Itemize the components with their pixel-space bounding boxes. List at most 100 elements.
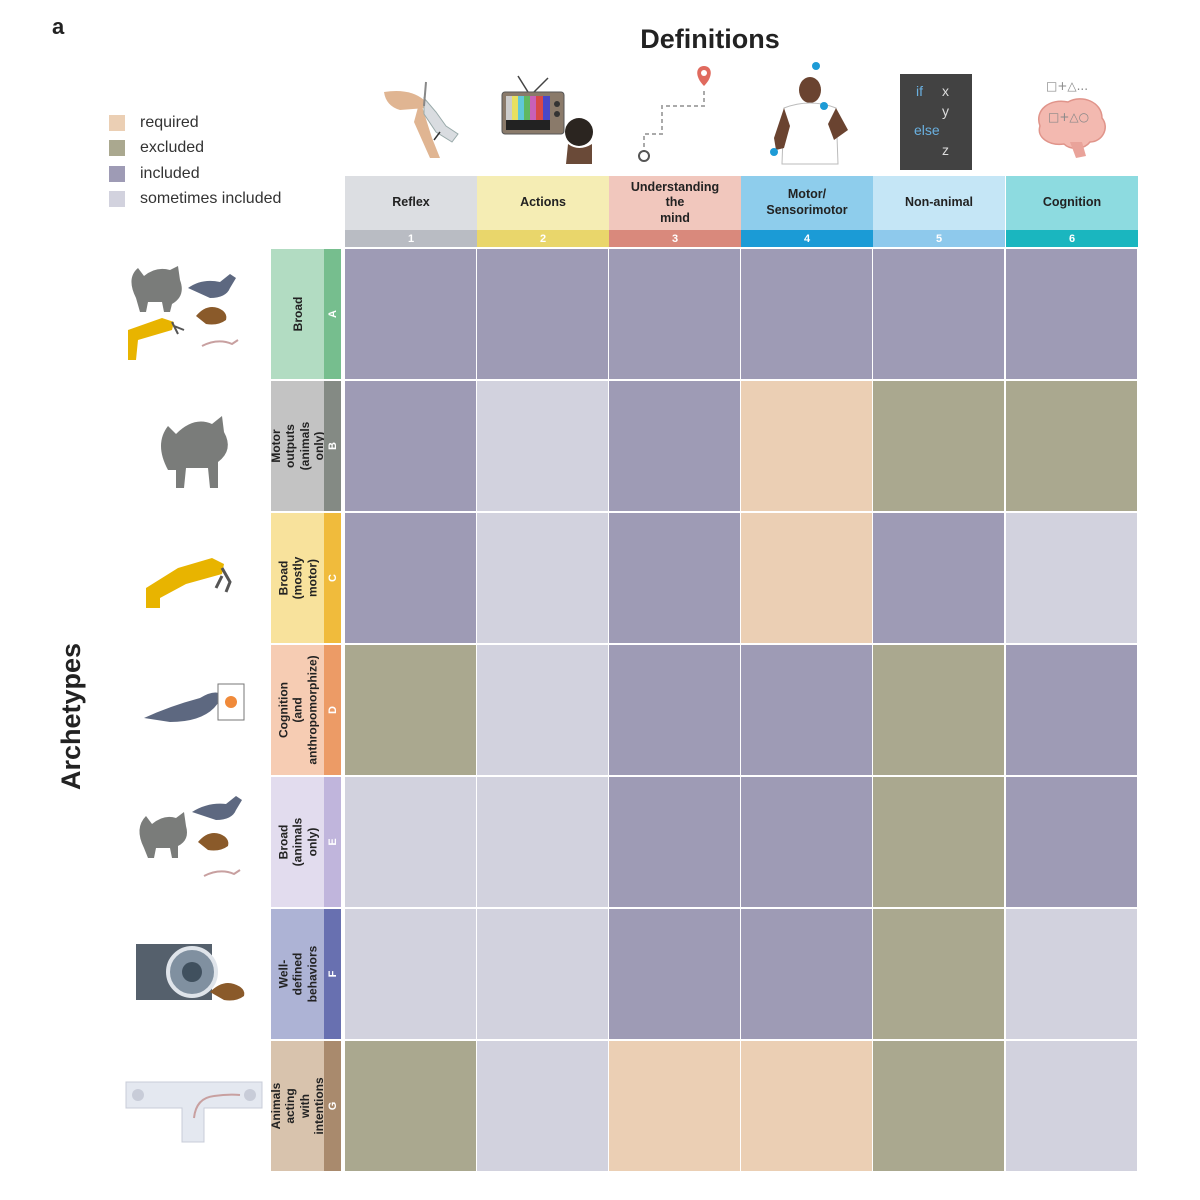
archetype-letter-band: D	[324, 645, 341, 775]
archetype-letter: B	[326, 442, 339, 450]
matrix-cell	[345, 777, 476, 907]
matrix-cell	[873, 909, 1004, 1039]
matrix-cell	[477, 381, 608, 511]
archetype-label: Broad (animals only)	[275, 817, 319, 867]
sensorimotor-person-icon	[770, 62, 848, 165]
definition-label: Understanding the mind	[630, 179, 720, 225]
archetype-letter-band: C	[324, 513, 341, 643]
matrix-cell	[873, 381, 1004, 511]
code-var-y: y	[942, 103, 949, 119]
matrix-cell	[873, 777, 1004, 907]
path-to-location-icon	[638, 66, 711, 162]
archetype-letter: F	[326, 970, 339, 978]
definition-header: Cognition	[1006, 176, 1138, 230]
matrix-cell	[609, 381, 740, 511]
definition-number: 1	[345, 230, 477, 247]
matrix-cell	[1006, 513, 1137, 643]
definition-label: Cognition	[1042, 195, 1102, 210]
matrix-cell	[609, 909, 740, 1039]
legend-item-excluded: excluded	[109, 138, 204, 158]
code-icon: if x y else z	[900, 74, 972, 170]
matrix-cell	[873, 249, 1004, 379]
matrix-cell	[741, 909, 872, 1039]
archetype-header: Well-defined behaviors	[271, 909, 324, 1039]
tv-icon	[501, 75, 593, 164]
brain-icon: □+△... □+△○	[1037, 79, 1106, 158]
matrix-cell	[1006, 381, 1137, 511]
archetype-label: Motor outputs (animals only)	[268, 421, 326, 471]
legend-label: required	[140, 114, 199, 131]
definition-number: 6	[1006, 230, 1138, 247]
matrix-cell	[741, 1041, 872, 1171]
pigeon-screen-icon	[144, 683, 245, 722]
panel-label: a	[52, 14, 65, 39]
definition-number: 5	[873, 230, 1005, 247]
archetypes-title: Archetypes	[56, 642, 86, 790]
matrix-cell	[873, 513, 1004, 643]
legend-item-included: included	[109, 164, 200, 184]
definition-number: 2	[477, 230, 609, 247]
archetype-label: Cognition (and anthropomorphize)	[275, 655, 319, 765]
matrix-cell	[609, 777, 740, 907]
matrix-cell	[873, 1041, 1004, 1171]
archetype-letter: D	[326, 706, 339, 714]
legend-swatch	[109, 166, 125, 182]
matrix-cell	[345, 909, 476, 1039]
definition-header: Reflex	[345, 176, 477, 230]
archetype-letter: A	[326, 310, 339, 318]
legend-label: sometimes included	[140, 190, 282, 207]
code-var-x: x	[942, 83, 949, 99]
archetype-header: Broad (animals only)	[271, 777, 324, 907]
matrix-cell	[477, 1041, 608, 1171]
matrix-cell	[741, 645, 872, 775]
archetype-header: Cognition (and anthropomorphize)	[271, 645, 324, 775]
matrix-cell	[609, 1041, 740, 1171]
archetype-header: Motor outputs (animals only)	[268, 381, 326, 511]
brain-thought-text: □+△...	[1046, 79, 1088, 93]
matrix-cell	[609, 249, 740, 379]
matrix-cell	[477, 909, 608, 1039]
broad-archetype-icon	[128, 266, 239, 360]
brain-inner-text: □+△○	[1048, 110, 1089, 124]
definition-label: Actions	[520, 195, 566, 210]
matrix-cell	[477, 777, 608, 907]
matrix-cell	[345, 645, 476, 775]
archetype-header: Broad (mostly motor)	[271, 513, 324, 643]
matrix-cell	[609, 513, 740, 643]
matrix-cell	[345, 1041, 476, 1171]
cat-icon	[161, 416, 228, 488]
legend-swatch	[109, 140, 125, 156]
definition-header: Motor/ Sensorimotor	[741, 176, 873, 230]
archetype-letter-band: B	[324, 381, 341, 511]
definition-number: 4	[741, 230, 873, 247]
legend-label: excluded	[140, 139, 205, 156]
matrix-cell	[609, 645, 740, 775]
definition-header: Understanding the mind	[609, 176, 741, 230]
legend-item-sometimes-included: sometimes included	[109, 189, 281, 209]
archetype-header: Animals acting with intentions	[269, 1041, 326, 1171]
legend-swatch	[109, 191, 125, 207]
definition-label: Motor/ Sensorimotor	[766, 187, 848, 217]
matrix-cell	[1006, 1041, 1137, 1171]
code-var-z: z	[942, 142, 949, 158]
robot-arm-icon	[146, 558, 232, 608]
definition-number: 3	[609, 230, 741, 247]
matrix-cell	[477, 249, 608, 379]
archetype-letter-band: E	[324, 777, 341, 907]
archetype-letter-band: G	[324, 1041, 341, 1171]
matrix-cell	[345, 513, 476, 643]
matrix-cell	[1006, 249, 1137, 379]
archetype-letter: G	[326, 1101, 339, 1111]
matrix-cell	[345, 249, 476, 379]
archetype-header: Broad	[271, 249, 324, 379]
legend-swatch	[109, 115, 125, 131]
legend-item-required: required	[109, 113, 199, 133]
matrix-cell	[741, 513, 872, 643]
matrix-cell	[741, 381, 872, 511]
knee-reflex-icon	[384, 81, 459, 158]
definition-header: Actions	[477, 176, 609, 230]
matrix-cell	[1006, 777, 1137, 907]
definition-header: Non-animal	[873, 176, 1005, 230]
matrix-cell	[1006, 645, 1137, 775]
definitions-title: Definitions	[640, 24, 780, 54]
